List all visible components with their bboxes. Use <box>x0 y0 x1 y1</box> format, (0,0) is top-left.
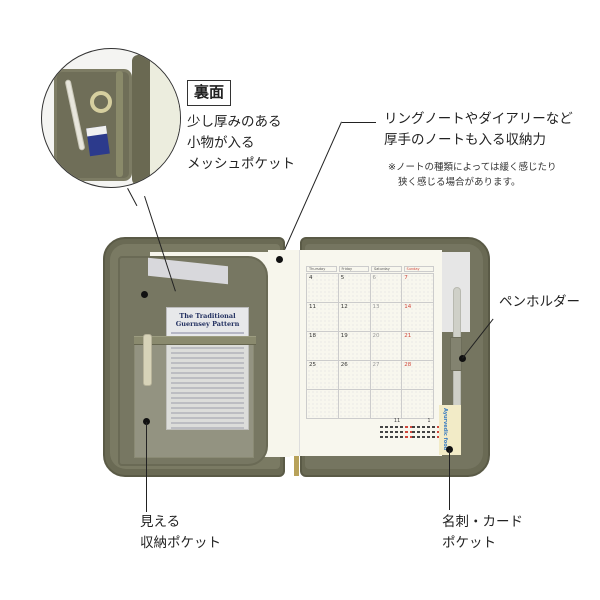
clear-visible-pocket <box>134 340 254 458</box>
calendar-cell: 28 <box>402 361 434 390</box>
mini-calendar-prev: 11 <box>380 418 414 440</box>
visible-pocket-leader <box>146 422 147 512</box>
calendar-cell: 27 <box>370 361 403 390</box>
inset-page <box>150 55 180 185</box>
inset-spine <box>132 55 150 185</box>
pen-clip-icon <box>143 334 152 386</box>
notebook-leader-h <box>342 122 376 123</box>
calendar-cell: 6 <box>370 274 403 303</box>
inset-leader-line <box>127 188 138 207</box>
visible-pocket-label: 見える 収納ポケット <box>140 514 221 551</box>
calendar-cell: 14 <box>402 303 434 332</box>
visible-pocket-dot <box>143 418 150 425</box>
calendar-cell: 7 <box>402 274 434 303</box>
calendar-cell <box>402 390 434 419</box>
bookmark-ribbon <box>294 456 299 476</box>
back-side-tag: 裏面 <box>187 80 232 106</box>
eraser-icon <box>86 125 110 157</box>
diary-left-page <box>268 250 300 456</box>
calendar-cell: 26 <box>338 361 371 390</box>
pocket-elastic-band <box>134 336 256 345</box>
notebook-dot <box>276 256 283 263</box>
inset-elastic-band <box>116 71 123 177</box>
pen-holder-loop <box>450 337 462 371</box>
calendar-cell <box>338 390 371 419</box>
calendar-cell: 25 <box>307 361 339 390</box>
pen-holder-label: ペンホルダー <box>499 294 580 310</box>
diary-monthly-calendar: Thursday Friday Saturday Sunday 4 5 6 7 … <box>306 266 434 419</box>
calendar-header: Thursday Friday Saturday Sunday <box>306 266 434 272</box>
tape-roll-icon <box>90 91 112 113</box>
notebook-capacity-callout: リングノートやダイアリーなど 厚手のノートも入る収納力 <box>384 111 573 148</box>
calendar-cell: 20 <box>370 332 403 361</box>
calendar-cell: 18 <box>307 332 339 361</box>
mesh-pocket-dot <box>141 291 148 298</box>
mesh-pocket-description: 少し厚みのある 小物が入る メッシュポケット <box>187 114 295 172</box>
calendar-cell: 12 <box>338 303 371 332</box>
card-pocket-dot <box>446 446 453 453</box>
calendar-cell: 4 <box>307 274 339 303</box>
card-pocket-leader <box>449 450 450 510</box>
calendar-cell <box>307 390 339 419</box>
calendar-grid: 4 5 6 7 11 12 13 14 18 19 20 21 25 26 27… <box>306 273 434 419</box>
calendar-cell: 21 <box>402 332 434 361</box>
calendar-cell: 19 <box>338 332 371 361</box>
notebook-note: ※ノートの種類によっては緩く感じたり 狭く感じる場合があります。 <box>388 162 557 188</box>
calendar-cell: 13 <box>370 303 403 332</box>
calendar-cell: 5 <box>338 274 371 303</box>
card-pocket-label: 名刺・カード ポケット <box>442 514 523 551</box>
document-card: The Traditional Guernsey Pattern <box>166 307 249 430</box>
calendar-cell: 11 <box>307 303 339 332</box>
inset-back-view <box>41 48 181 188</box>
card-pocket-insert: Ayurvedic food <box>439 405 461 455</box>
calendar-cell <box>370 390 403 419</box>
